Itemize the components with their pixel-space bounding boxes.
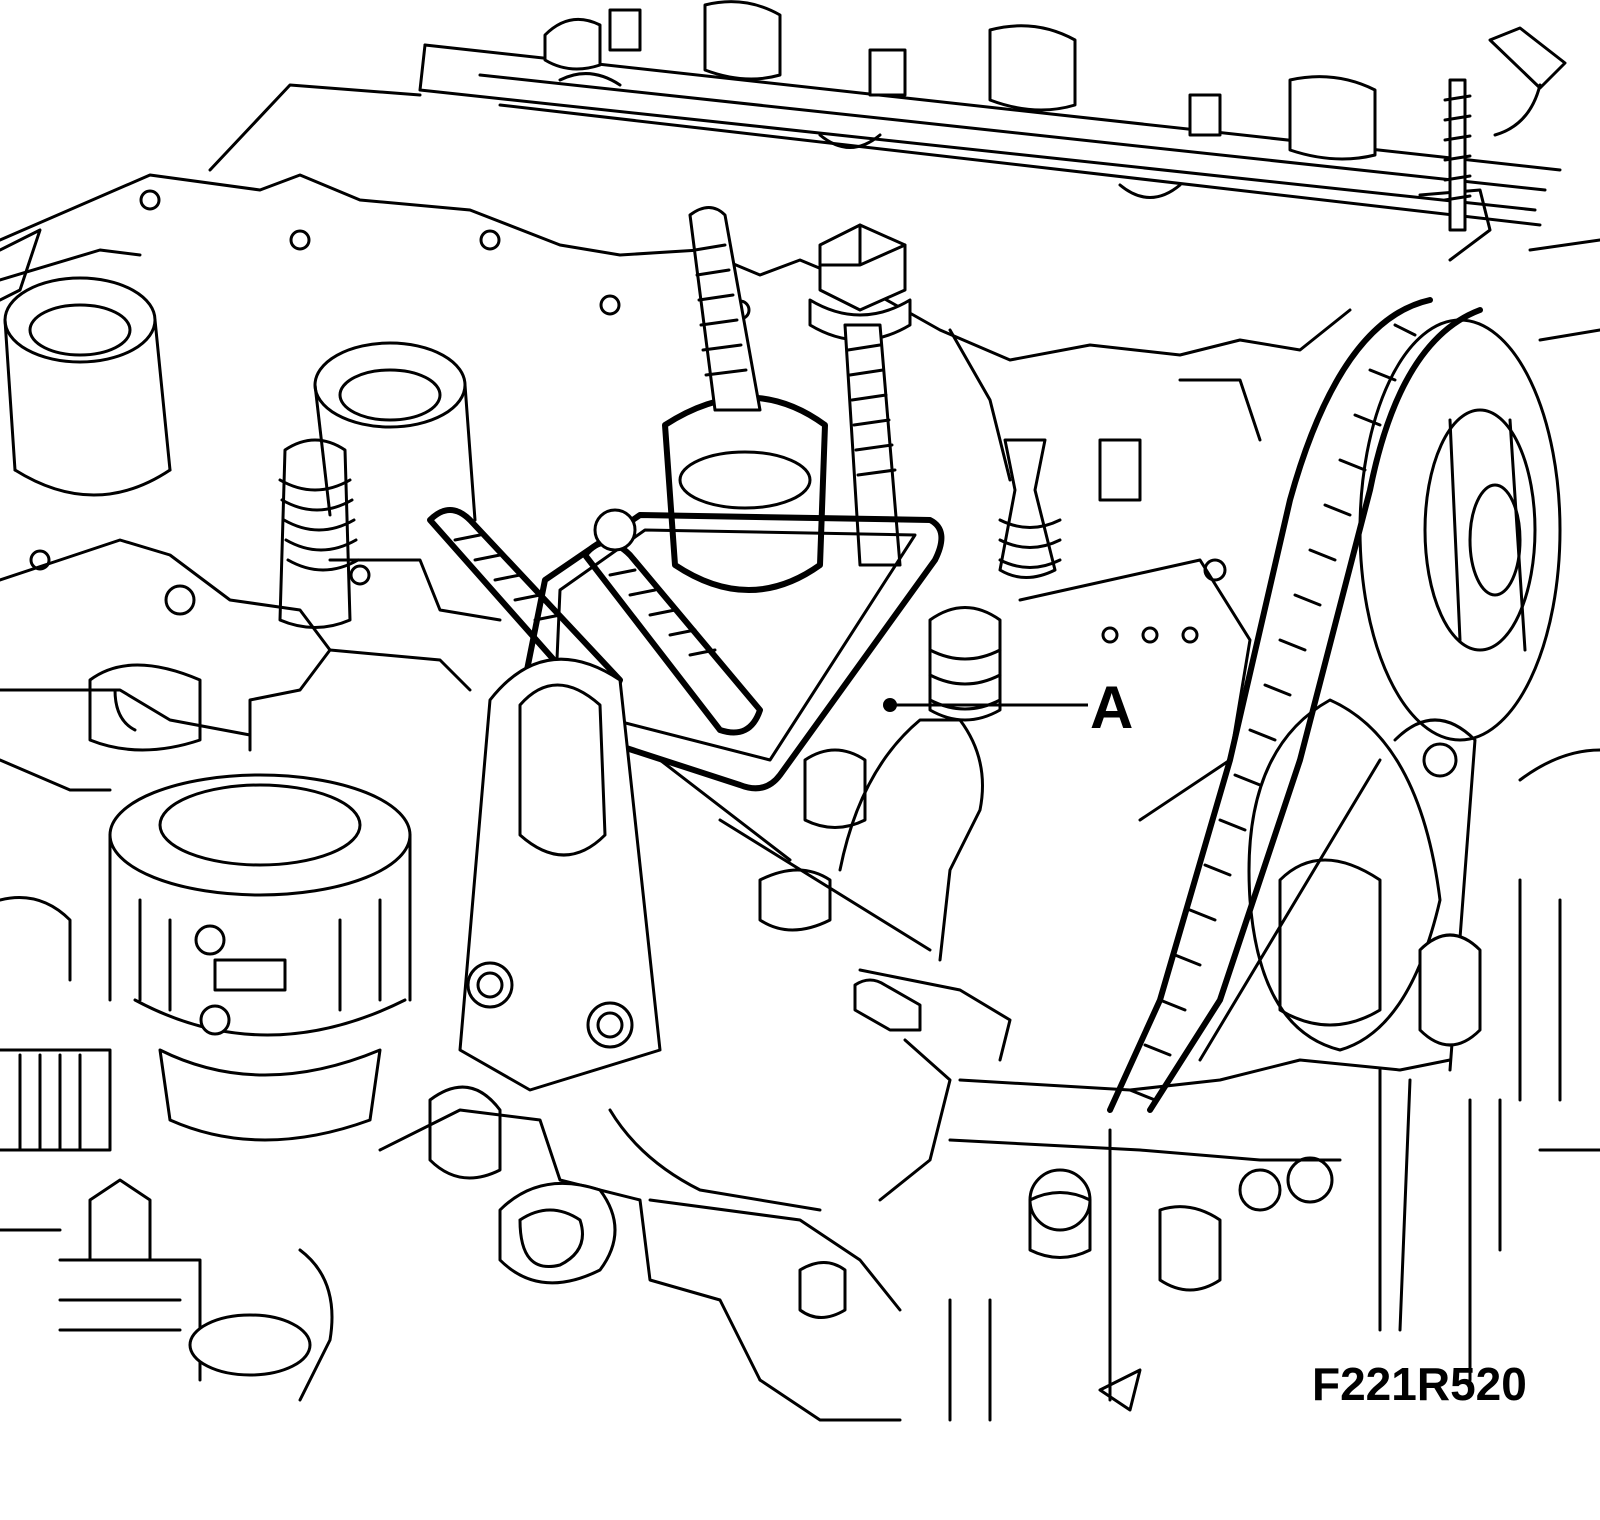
stud-upper-left [688, 206, 762, 412]
crank-sprocket [1247, 698, 1442, 1052]
spark-plug-tube-1 [3, 276, 172, 497]
right-side-components [1418, 238, 1600, 1152]
head-mid-details [658, 328, 1262, 952]
valve-springs [88, 438, 1062, 829]
timing-bracket [838, 718, 1502, 1422]
callout-a-label: A [1090, 674, 1133, 741]
chain-guide [1198, 78, 1492, 1072]
callout-a: A [883, 674, 1133, 741]
spark-plug-tube-2 [313, 341, 477, 522]
camshaft-rail [418, 0, 1567, 227]
engine-block-lower [0, 1085, 902, 1422]
intake-flange [0, 773, 412, 1152]
camshaft-sprocket [1358, 318, 1562, 742]
lifting-bracket [458, 657, 662, 1092]
hex-bolt [808, 223, 912, 567]
spark-plug-tube-3 [662, 394, 828, 593]
figure-id: F221R520 [1312, 1358, 1527, 1410]
timing-chain [1107, 297, 1483, 1113]
cylinder-head [0, 83, 1352, 792]
